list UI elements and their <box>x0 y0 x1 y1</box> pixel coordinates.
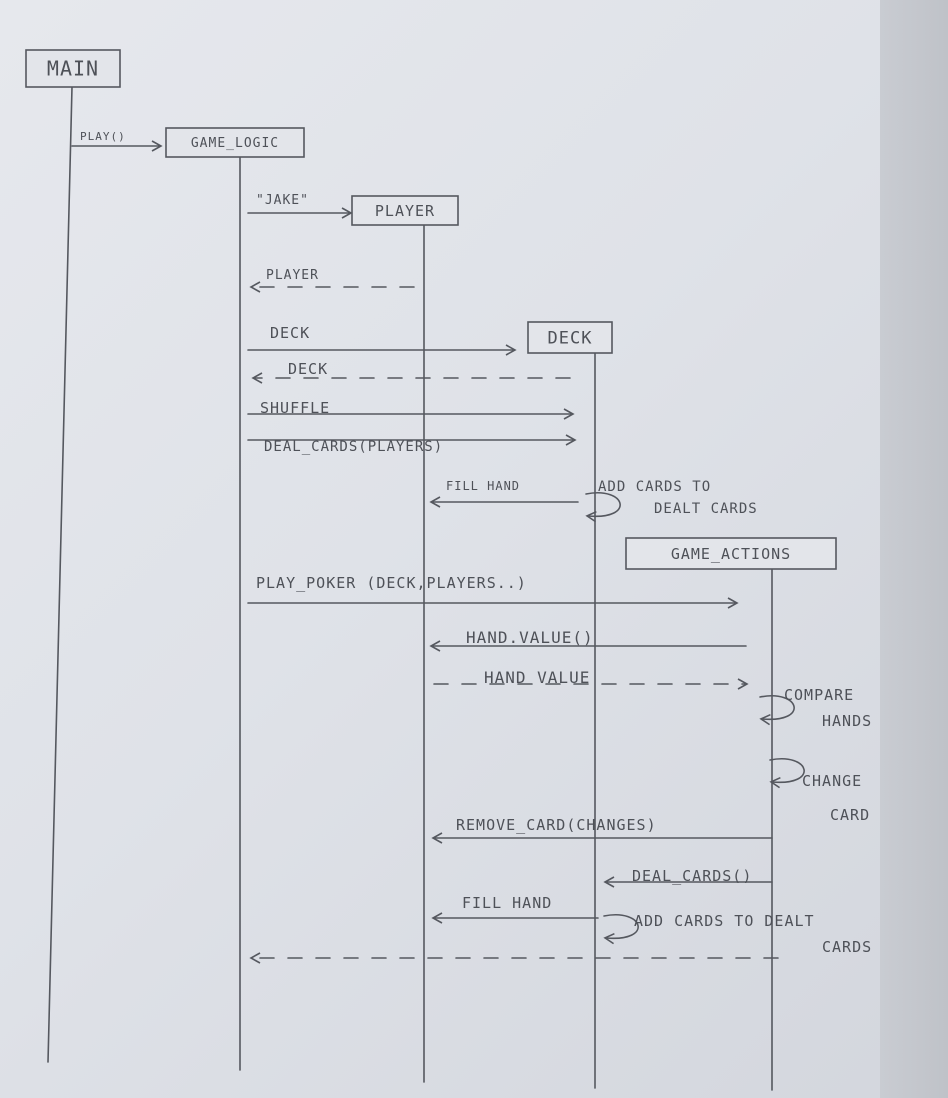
self-loop-arrow <box>585 492 621 523</box>
self-loop-label: DEALT CARDS <box>654 501 758 517</box>
message-10: PLAY_POKER (DECK,PLAYERS..) <box>247 574 739 609</box>
message-16: DEAL_CARDS() <box>603 867 773 888</box>
self-loop-arrow <box>759 695 795 726</box>
message-11: HAND.VALUE() <box>429 628 747 652</box>
message-13: COMPARE HANDS <box>759 686 872 730</box>
message-label: HAND.VALUE() <box>466 628 594 647</box>
message-15: REMOVE_CARD(CHANGES) <box>431 816 773 844</box>
self-loop-label: COMPARE <box>784 686 854 704</box>
message-8: FILL HAND <box>429 479 579 508</box>
message-4: DECK <box>247 324 517 356</box>
participant-box <box>527 321 613 354</box>
message-label: PLAY() <box>80 130 126 143</box>
message-5: DECK <box>251 360 571 384</box>
self-loop-label: CARD <box>830 806 870 824</box>
message-label: PLAY_POKER (DECK,PLAYERS..) <box>256 574 527 592</box>
self-loop-label: CARDS <box>822 938 872 956</box>
participant-main: MAIN <box>25 49 121 88</box>
participant-label: GAME_ACTIONS <box>671 545 791 563</box>
message-label: DEAL_CARDS() <box>632 867 752 885</box>
participant-box <box>625 537 837 570</box>
participant-label: DECK <box>548 329 593 349</box>
self-loop-arrow <box>769 758 805 789</box>
message-17: FILL HAND <box>431 894 599 924</box>
lifeline-main <box>47 86 73 1063</box>
message-label: DECK <box>270 324 310 342</box>
participant-box <box>25 49 121 88</box>
message-3: PLAYER <box>249 268 415 293</box>
message-18: ADD CARDS TO DEALT CARDS <box>603 912 872 956</box>
participant-box <box>351 195 459 226</box>
message-2: "JAKE" <box>247 193 353 219</box>
message-label: HAND VALUE <box>484 668 590 687</box>
participant-box <box>165 127 305 158</box>
self-loop-label: ADD CARDS TO DEALT <box>634 912 815 930</box>
message-12: HAND VALUE <box>433 668 749 690</box>
participant-game-logic: GAME_LOGIC <box>165 127 305 158</box>
participant-label: PLAYER <box>375 202 435 220</box>
message-label: PLAYER <box>266 268 319 283</box>
message-label: SHUFFLE <box>260 399 330 417</box>
participant-label: MAIN <box>47 57 99 81</box>
paper-edge <box>880 0 948 1098</box>
self-loop-label: ADD CARDS TO <box>598 479 711 495</box>
message-label: FILL HAND <box>446 479 520 493</box>
self-loop-label: HANDS <box>822 712 872 730</box>
self-loop-arrow <box>603 914 639 945</box>
message-label: REMOVE_CARD(CHANGES) <box>456 816 657 834</box>
participant-label: GAME_LOGIC <box>191 136 279 151</box>
message-6: SHUFFLE <box>247 399 575 420</box>
message-label: DECK <box>288 360 328 378</box>
message-9: ADD CARDS TO DEALT CARDS <box>585 479 758 523</box>
message-label: DEAL_CARDS(PLAYERS) <box>264 439 443 455</box>
message-label: FILL HAND <box>462 894 552 912</box>
message-7: DEAL_CARDS(PLAYERS) <box>247 434 577 455</box>
participant-game-actions: GAME_ACTIONS <box>625 537 837 570</box>
participant-player: PLAYER <box>351 195 459 226</box>
message-label: "JAKE" <box>256 193 309 208</box>
message-14: CHANGE CARD <box>769 758 870 824</box>
self-loop-label: CHANGE <box>802 772 862 790</box>
participant-deck: DECK <box>527 321 613 354</box>
message-1: PLAY() <box>71 130 163 152</box>
